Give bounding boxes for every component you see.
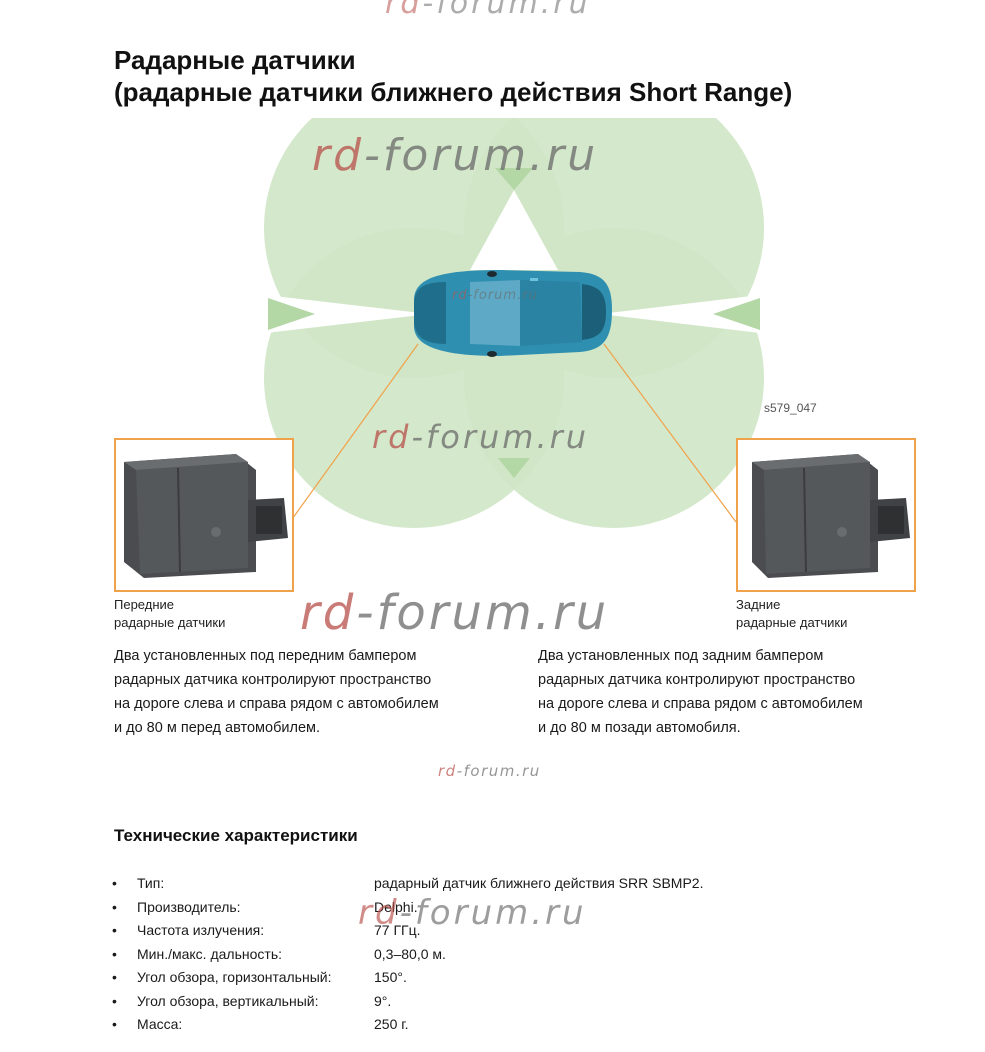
spec-item: • Масса: 250 г. (112, 1013, 872, 1037)
spec-value: 0,3–80,0 м. (374, 945, 446, 962)
front-sensor-image (114, 438, 294, 592)
watermark-part: -forum.ru (467, 288, 538, 303)
callout-line-rear (603, 343, 737, 523)
overlap-bottom (498, 458, 530, 478)
blind-zone-right (600, 292, 785, 336)
spec-label: Тип: (137, 875, 165, 891)
watermark: rd-forum.ru (312, 130, 598, 181)
rear-sensors-caption: Задние радарные датчики (736, 596, 847, 632)
description-line: и до 80 м позади автомобиля. (538, 720, 741, 736)
watermark-part: rd (385, 0, 423, 21)
watermark-part: rd (312, 130, 365, 181)
spec-item: • Угол обзора, вертикальный: 9°. (112, 990, 872, 1014)
watermark-part: rd (300, 585, 357, 641)
radar-sensor-icon (124, 454, 288, 578)
spec-label: Угол обзора, горизонтальный: (137, 969, 332, 985)
description-line: радарных датчика контролируют пространст… (538, 672, 856, 688)
description-line: на дороге слева и справа рядом с автомоб… (538, 696, 863, 712)
description-line: Два установленных под передним бампером (114, 648, 417, 664)
page-title: Радарные датчики (радарные датчики ближн… (114, 44, 792, 108)
spec-value: радарный датчик ближнего действия SRR SB… (374, 875, 704, 891)
specs-list: • Тип: радарный датчик ближнего действия S… (112, 872, 872, 1037)
overlap-left (268, 298, 315, 330)
callout-line-front (289, 343, 419, 523)
description-line: Два установленных под задним бампером (538, 648, 824, 664)
watermark-part: -forum.ru (356, 585, 610, 641)
bullet: • (112, 898, 117, 915)
spec-item: • Мин./макс. дальность: 0,3–80,0 м. (112, 943, 872, 967)
watermark: rd-forum.ru (372, 418, 589, 456)
watermark-part: rd (452, 288, 468, 303)
rear-sensor-image (736, 438, 916, 592)
spec-item: • Частота излучения: 77 ГГц. (112, 919, 872, 943)
spec-label: Угол обзора, вертикальный: (137, 992, 319, 1009)
watermark: rd-forum.ru (358, 893, 587, 933)
watermark: rd-forum.ru (385, 0, 591, 21)
caption-line: Передние (114, 597, 175, 612)
bullet: • (112, 875, 117, 891)
description-line: на дороге слева и справа рядом с автомоб… (114, 696, 439, 712)
caption-line: радарные датчики (736, 615, 848, 630)
watermark: rd-forum.ru (452, 288, 538, 303)
watermark-part: rd (438, 762, 457, 780)
spec-label: Масса: (137, 1016, 183, 1032)
blind-zone-left (240, 292, 430, 336)
description-line: и до 80 м перед автомобилем. (114, 720, 321, 736)
spec-item: • Производитель: Delphi. (112, 896, 872, 920)
spec-label: Производитель: (137, 898, 241, 915)
car-illustration (414, 270, 612, 357)
spec-value: 77 ГГц. (374, 922, 421, 938)
caption-line: Задние (736, 597, 781, 612)
spec-value: Delphi. (374, 898, 418, 915)
specs-heading: Технические характеристики (114, 826, 358, 845)
overlap-top (495, 168, 533, 190)
watermark-part: -forum.ru (456, 762, 541, 780)
watermark: rd-forum.ru (438, 762, 541, 780)
watermark-part: -forum.ru (364, 130, 599, 181)
watermark-part: rd (372, 418, 412, 456)
radar-sensor-icon (752, 454, 910, 578)
watermark-part: -forum.ru (411, 418, 590, 456)
bullet: • (112, 992, 117, 1009)
rear-sensors-description: Два установленных под задним бампером ра… (538, 644, 908, 740)
caption-line: радарные датчики (114, 615, 226, 630)
spec-item: • Угол обзора, горизонтальный: 150°. (112, 966, 872, 990)
bullet: • (112, 945, 117, 962)
bullet: • (112, 922, 117, 938)
bullet: • (112, 1016, 117, 1032)
spec-item: • Тип: радарный датчик ближнего действия S… (112, 872, 872, 896)
spec-value: 9°. (374, 992, 392, 1009)
page-title-line-2: (радарные датчики ближнего действия Shor… (114, 77, 793, 107)
bullet: • (112, 969, 117, 985)
description-line: радарных датчика контролируют пространст… (114, 672, 432, 688)
blind-zone-top (470, 190, 558, 270)
figure-id: s579_047 (764, 401, 817, 415)
spec-label: Частота излучения: (137, 922, 265, 938)
front-sensors-caption: Передние радарные датчики (114, 596, 225, 632)
watermark-part: -forum.ru (422, 0, 591, 21)
watermark-part: rd (358, 893, 400, 933)
spec-label: Мин./макс. дальность: (137, 945, 282, 962)
watermark: rd-forum.ru (300, 585, 609, 641)
overlap-right (713, 298, 760, 330)
front-sensors-description: Два установленных под передним бампером … (114, 644, 484, 740)
page-title-line-1: Радарные датчики (114, 45, 356, 75)
radar-coverage-diagram: .cov { fill: #cfe6c5; opacity: .9; } (240, 118, 785, 528)
spec-value: 150°. (374, 969, 407, 985)
watermark-part: -forum.ru (399, 893, 587, 933)
spec-value: 250 г. (374, 1016, 409, 1032)
